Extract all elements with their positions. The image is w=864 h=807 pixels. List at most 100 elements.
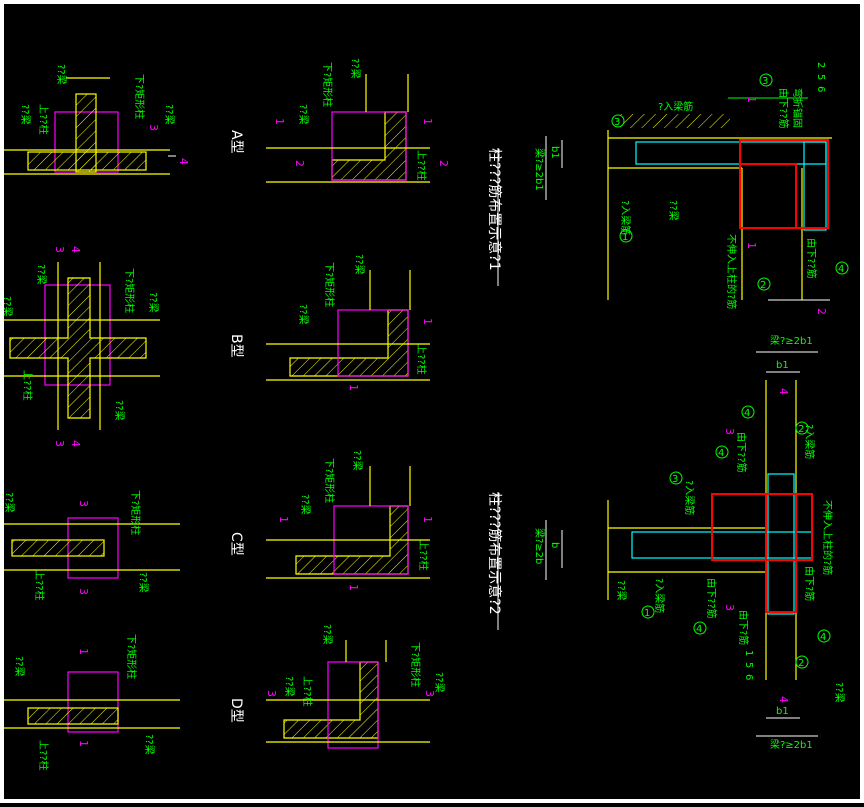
callout: 3	[762, 76, 768, 87]
dim-label: b1	[549, 146, 560, 159]
callout: 1	[743, 650, 754, 656]
left-section-4: ??梁 下?矩形柱 上??柱 ??梁 1 1	[0, 634, 180, 771]
annotation: 不伸入上柱的?筋	[725, 234, 738, 309]
label: ??梁	[3, 492, 16, 513]
annotation: 由下?筋	[737, 610, 750, 645]
annotation: ?入梁筋	[683, 480, 696, 515]
callout-circle	[715, 445, 729, 459]
label: ??梁	[143, 734, 156, 755]
callout: 5	[815, 74, 826, 80]
label: ??梁	[137, 572, 150, 593]
type-title: B型	[228, 334, 244, 358]
section-mark-4: 4	[69, 246, 82, 253]
annotation: 由下??筋	[777, 88, 790, 129]
left-section-3: ??梁 下?矩形柱 上??柱 ??梁 3 3	[0, 490, 180, 601]
type-title: A型	[228, 130, 244, 154]
red-stirrup	[739, 163, 797, 229]
label: 上??柱	[301, 676, 314, 707]
callout: 4	[820, 632, 826, 643]
beam-hatch	[11, 539, 105, 557]
label: ??梁	[353, 254, 366, 275]
annotation: 由下?筋	[803, 566, 816, 601]
red-stirrup	[765, 493, 797, 613]
label: 上??柱	[33, 570, 46, 601]
type-b: B型 ??梁 下?矩形柱 ??梁 上??柱 1 1	[228, 254, 434, 391]
section-mark-1: 1	[745, 96, 758, 103]
label: ??梁	[321, 624, 334, 645]
cross-hatch	[9, 277, 147, 419]
label: 下?矩形柱	[409, 642, 422, 687]
label: 下?矩形柱	[129, 490, 142, 535]
label: 下?矩形柱	[323, 262, 336, 307]
section-mark-1: 1	[273, 118, 286, 125]
annotation: 弯折锚固	[791, 88, 804, 128]
callout-circle	[641, 605, 655, 619]
type-a: A型 ??梁 下?矩形柱 ??梁 上??柱 1 2 1 2	[228, 58, 450, 183]
label: 上??柱	[37, 104, 50, 135]
section-mark-1: 1	[421, 318, 434, 325]
section-mark-1: 1	[421, 118, 434, 125]
annotation: 由下??筋	[805, 238, 818, 279]
section-mark-2: 2	[293, 160, 306, 167]
column-stirrup	[803, 141, 827, 231]
callout-circle	[835, 261, 849, 275]
section-mark-3: 3	[147, 124, 160, 131]
dim-label: 梁?≥2b1	[533, 148, 546, 191]
callout-circle	[669, 471, 683, 485]
annotation: 不伸入上柱的?筋	[821, 500, 834, 575]
callout: 4	[696, 624, 702, 635]
left-section-1: ??梁 下?矩形柱 ??梁 上??柱 ??梁 3 4	[0, 64, 190, 175]
beam-stirrup	[635, 141, 827, 165]
label: ??梁	[147, 292, 160, 313]
annotation: 由下??筋	[705, 578, 718, 619]
label: 下?矩形柱	[123, 268, 136, 313]
column-outline	[337, 309, 409, 377]
callout-circle	[757, 277, 771, 291]
callout-circle	[693, 621, 707, 635]
callout-circle	[795, 655, 809, 669]
detail-2: 柱???筋布置示意?2 梁?≥2b1 b1 梁?≥2b b 由下??筋 ?入梁筋…	[486, 334, 846, 751]
section-mark-3: 3	[77, 588, 90, 595]
callout: 1	[644, 608, 650, 619]
section-mark-1: 1	[277, 516, 290, 523]
label: ??梁	[163, 104, 176, 125]
callout: 3	[614, 117, 620, 128]
beam-hatch	[27, 151, 147, 171]
type-title: D型	[228, 698, 244, 723]
l-hatch	[331, 111, 407, 181]
label: 上??柱	[37, 740, 50, 771]
callout: 2	[760, 280, 766, 291]
label: 上??柱	[21, 370, 34, 401]
callout: 6	[815, 86, 826, 92]
section-mark-3: 3	[53, 440, 66, 447]
section-mark-1: 1	[347, 584, 360, 591]
annotation: ?入梁筋	[658, 100, 693, 113]
label: ??梁	[433, 672, 446, 693]
section-mark-1: 1	[745, 242, 758, 249]
section-mark-3: 3	[77, 500, 90, 507]
section-mark-2: 2	[437, 160, 450, 167]
upper-column-outline	[67, 671, 119, 733]
detail-1: 柱???筋布置示意?1 梁?≥2b1 b1 ?入梁筋 由下??筋 弯折锚固 不伸…	[486, 62, 849, 315]
label: ??梁	[1, 296, 14, 317]
label: ??梁	[349, 58, 362, 79]
section-mark-1: 1	[421, 516, 434, 523]
dim-label: b	[549, 542, 560, 548]
label: 下?矩形柱	[321, 62, 334, 107]
section-mark-4: 4	[177, 158, 190, 165]
label: ??梁	[13, 656, 26, 677]
label: ??梁	[55, 64, 68, 85]
label: 下?矩形柱	[133, 74, 146, 119]
dim-label: b1	[776, 706, 789, 717]
callout: 4	[718, 448, 724, 459]
callout: 5	[743, 662, 754, 668]
callout: 2	[798, 658, 804, 669]
label: ??梁	[299, 494, 312, 515]
dim-label: b1	[776, 360, 789, 371]
callout: 1	[622, 232, 628, 243]
red-stirrup	[739, 139, 829, 229]
dim-label: 梁?≥2b1	[770, 738, 813, 751]
label: ??梁	[35, 264, 48, 285]
column-outline	[331, 111, 407, 181]
